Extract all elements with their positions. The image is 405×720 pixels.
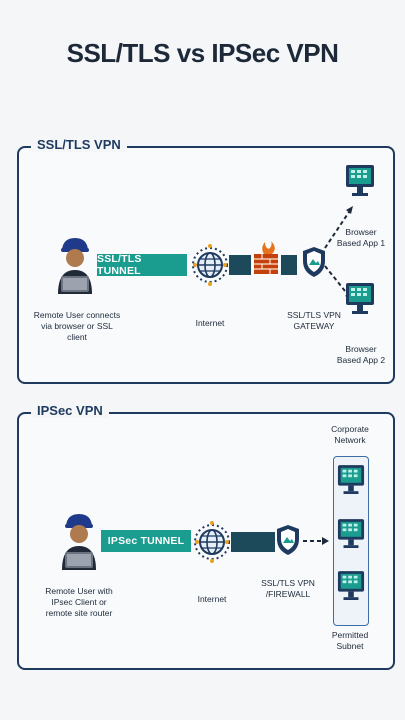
firewall-shield-icon <box>277 525 299 555</box>
gateway-shield-icon <box>303 247 325 277</box>
remote-user-icon <box>62 514 96 570</box>
ssl-app1-caption: Browser Based App 1 <box>336 227 386 248</box>
ssl-internet-caption: Internet <box>195 318 225 328</box>
subnet-monitor-icon <box>337 519 365 548</box>
ssl-tls-panel-label: SSL/TLS VPN <box>31 137 127 152</box>
ssl-tunnel-label: SSL/TLS TUNNEL <box>97 253 142 277</box>
ipsec-tunnel-label: IPSec TUNNEL <box>107 535 185 547</box>
subnet-monitor-icon <box>337 571 365 600</box>
app-monitor-icon <box>346 283 374 314</box>
ipsec-panel-label: IPSec VPN <box>31 403 109 418</box>
app-monitor-icon <box>346 165 374 196</box>
ssl-pipe-segment <box>281 255 297 275</box>
corporate-network-caption: Corporate Network <box>331 424 369 445</box>
ipsec-panel: IPSec VPN Remote User with IPsec Client … <box>17 403 395 670</box>
remote-user-icon <box>58 238 92 294</box>
ipsec-internet-caption: Internet <box>197 594 227 604</box>
ipsec-firewall-caption: SSL/TLS VPN /FIREWALL <box>261 578 315 599</box>
ssl-gateway-caption: SSL/TLS VPN GATEWAY <box>287 310 341 331</box>
subnet-monitor-icon <box>337 465 365 494</box>
firewall-icon <box>254 241 278 274</box>
internet-globe-icon <box>194 521 230 563</box>
ipsec-pipe-segment <box>231 532 275 552</box>
ssl-pipe-segment <box>229 255 251 275</box>
ssl-app2-caption: Browser Based App 2 <box>336 344 386 365</box>
ssl-tls-panel: SSL/TLS VPN Remote User connects via bro… <box>17 137 395 384</box>
arrow-to-subnet <box>303 537 329 545</box>
ipsec-tunnel-bar: IPSec TUNNEL <box>101 530 191 552</box>
ssl-user-caption: Remote User connects via browser or SSL … <box>33 310 121 342</box>
ipsec-user-caption: Remote User with IPsec Client or remote … <box>45 586 113 618</box>
internet-globe-icon <box>192 244 228 286</box>
permitted-subnet-caption: Permitted Subnet <box>331 630 369 651</box>
ssl-tunnel-bar: SSL/TLS TUNNEL <box>97 253 187 277</box>
page-title: SSL/TLS vs IPSec VPN <box>66 38 339 68</box>
